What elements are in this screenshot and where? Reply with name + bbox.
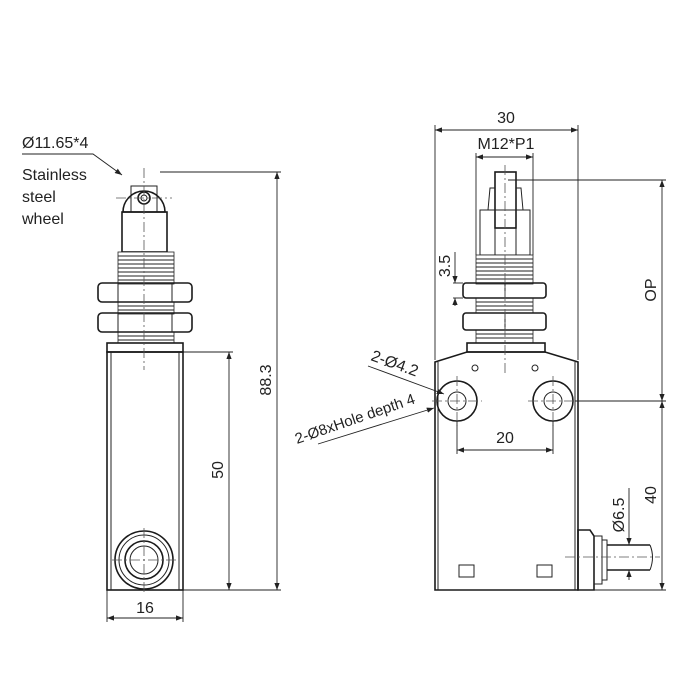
wheel-note-line: Stainless	[22, 167, 87, 184]
dim-label-3-5: 3.5	[437, 255, 454, 277]
front-view: 30 M12*P1 3.5 OP 40	[293, 110, 666, 591]
hex-nut-front-upper	[462, 282, 547, 299]
dim-hole-to-bottom: 40	[578, 401, 666, 591]
dim-label-30: 30	[497, 110, 515, 127]
mounting-hole-left	[432, 376, 482, 426]
dim-operating-position: OP	[508, 179, 666, 402]
dim-body-height: 50	[183, 351, 233, 590]
dim-nut-thickness: 3.5	[437, 252, 463, 306]
wheel-note-line: wheel	[21, 211, 64, 228]
cable-gland-side	[565, 529, 660, 591]
switch-body-front	[434, 351, 579, 591]
dim-label-20: 20	[496, 430, 514, 447]
hex-nut-upper	[97, 282, 193, 303]
plunger-stem	[121, 211, 168, 253]
dim-hole-spacing: 20	[456, 421, 554, 454]
dim-label-50: 50	[210, 461, 227, 479]
dim-label-cable: Ø6.5	[611, 498, 628, 533]
wheel-note-line: steel	[22, 189, 56, 206]
counterbore-callout: 2-Ø8xHole depth 4	[293, 391, 435, 448]
mounting-hole-right	[528, 376, 578, 426]
dim-body-width: 16	[106, 590, 184, 622]
collar-front	[466, 342, 546, 353]
wheel-callout: Ø11.65*4 Stainless steel wheel	[21, 135, 123, 228]
dim-label-16: 16	[136, 600, 154, 617]
mount-hole-callout: 2-Ø4.2	[367, 348, 445, 395]
hex-nut-lower	[97, 312, 193, 333]
dim-overall-width: 30	[434, 110, 579, 360]
cable-gland-end	[112, 528, 176, 592]
threaded-bushing	[117, 251, 175, 344]
dim-label-88-3: 88.3	[258, 364, 275, 395]
wheel-diameter-label: Ø11.65*4	[22, 135, 89, 152]
hex-nut-front-lower	[462, 312, 547, 331]
side-view: 88.3 50 16 Ø11.65*4 Stainless steel whee…	[21, 135, 281, 622]
dim-total-height: 88.3	[160, 171, 281, 591]
dim-cable-diameter: Ø6.5	[611, 488, 632, 580]
switch-body-side	[106, 351, 184, 591]
dim-label-op: OP	[643, 278, 660, 301]
dim-thread: M12*P1	[475, 136, 535, 255]
collar	[106, 342, 184, 353]
dim-label-thread: M12*P1	[478, 136, 535, 153]
dim-label-40: 40	[643, 486, 660, 504]
